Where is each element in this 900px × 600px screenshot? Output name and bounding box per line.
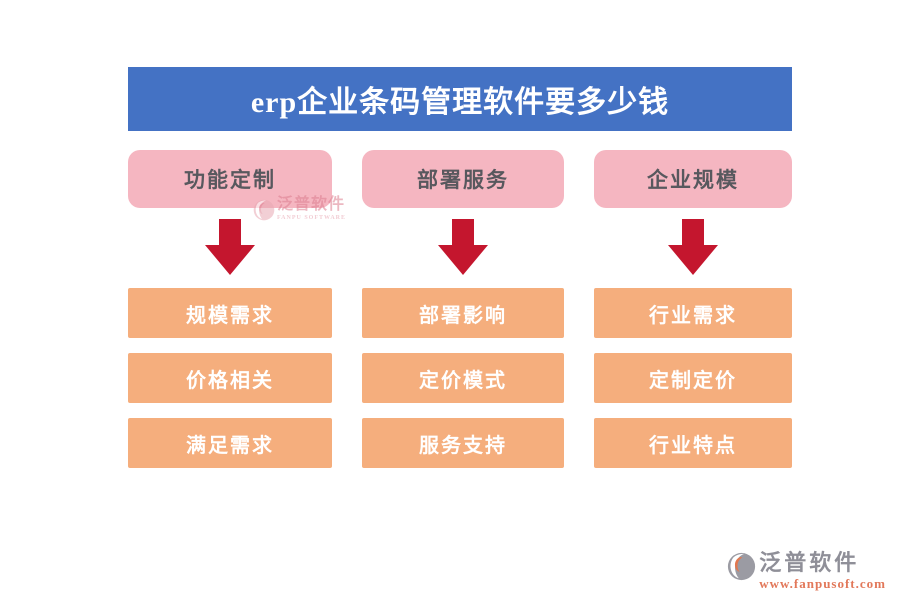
down-arrow-icon (128, 208, 332, 288)
header-label: 企业规模 (647, 168, 739, 192)
columns-container: 功能定制 泛普软件 FANPU SOFTWARE (128, 150, 792, 468)
column-feature-customization: 功能定制 泛普软件 FANPU SOFTWARE (128, 150, 345, 468)
item-box: 定制定价 (594, 353, 792, 403)
item-box: 规模需求 (128, 288, 332, 338)
column-deployment-service: 部署服务 部署影响 定价模式 服务支持 (362, 150, 564, 468)
item-label: 价格相关 (186, 369, 274, 392)
item-box: 行业特点 (594, 418, 792, 468)
item-box: 行业需求 (594, 288, 792, 338)
brand-url: www.fanpusoft.com (759, 576, 886, 591)
down-arrow-icon (594, 208, 792, 288)
item-label: 服务支持 (419, 434, 507, 457)
header-box: 功能定制 泛普软件 FANPU SOFTWARE (128, 150, 345, 221)
down-arrow-icon (362, 208, 564, 288)
header-label: 部署服务 (417, 168, 509, 192)
item-label: 定价模式 (419, 369, 507, 392)
item-label: 满足需求 (186, 434, 274, 457)
header-box: 部署服务 (362, 150, 564, 208)
item-label: 规模需求 (186, 304, 274, 327)
item-box: 定价模式 (362, 353, 564, 403)
header-box: 企业规模 (594, 150, 792, 208)
item-box: 价格相关 (128, 353, 332, 403)
fanpu-brand: 泛普软件 www.fanpusoft.com (727, 549, 886, 592)
item-label: 行业特点 (649, 434, 737, 457)
item-box: 满足需求 (128, 418, 332, 468)
column-enterprise-scale: 企业规模 行业需求 定制定价 行业特点 (594, 150, 792, 468)
brand-name: 泛普软件 (759, 549, 860, 575)
item-box: 部署影响 (362, 288, 564, 338)
item-label: 定制定价 (649, 369, 737, 392)
fanpu-logo-icon (728, 552, 756, 580)
title-banner: erp企业条码管理软件要多少钱 (128, 67, 792, 131)
header-label: 功能定制 (184, 168, 276, 192)
item-box: 服务支持 (362, 418, 564, 468)
item-label: 部署影响 (419, 304, 507, 327)
item-label: 行业需求 (649, 304, 737, 327)
page-title: erp企业条码管理软件要多少钱 (250, 86, 670, 119)
